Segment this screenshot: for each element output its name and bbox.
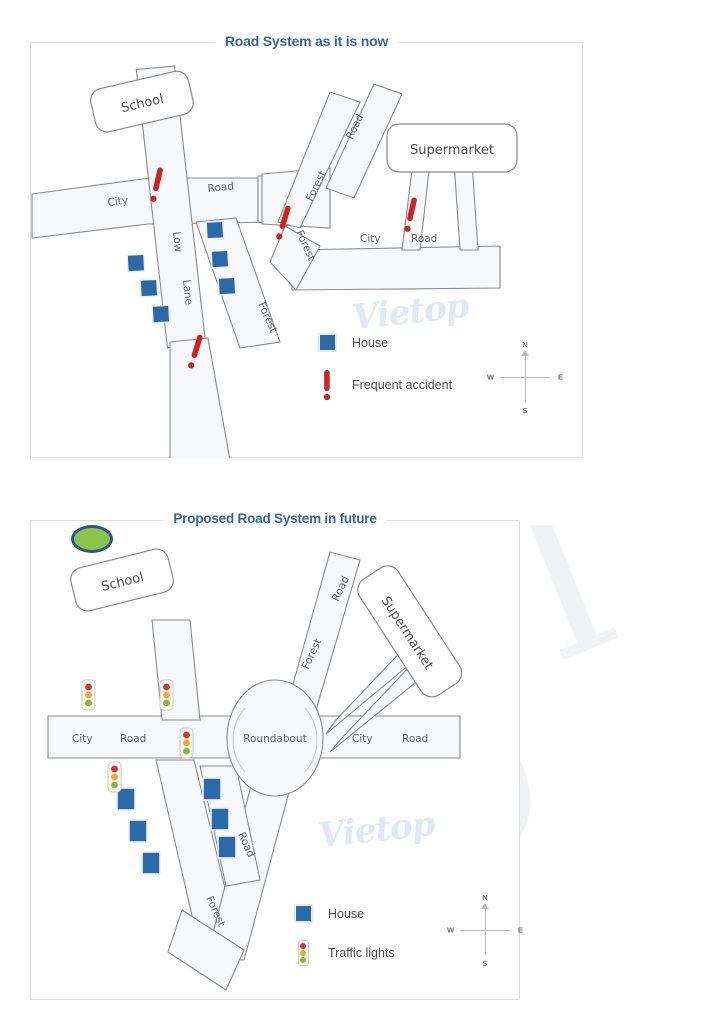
map2-roadlabel-city-right: City xyxy=(352,733,373,745)
house-swatch-icon xyxy=(312,334,342,351)
compass-west-label: W xyxy=(487,372,495,382)
map2-house xyxy=(202,777,222,801)
green-ellipse-marker xyxy=(71,525,113,553)
map1-house xyxy=(217,276,237,296)
map2-roadlabel-city-left: City xyxy=(72,733,93,745)
map1-roadlabel-road-right: Road xyxy=(411,233,437,245)
compass-south-label: S xyxy=(522,406,528,415)
map1-accidents xyxy=(150,167,417,369)
map1-accident-mark xyxy=(404,197,417,232)
map-current-road-system: Road System as it is now .rd { fill:#f7f… xyxy=(30,33,583,458)
map2-house xyxy=(128,819,148,843)
map1-house xyxy=(205,220,225,240)
compass-east-label: E xyxy=(557,372,563,382)
map1-compass: N S W E xyxy=(487,340,563,415)
map1-houses xyxy=(126,220,237,324)
map2-house xyxy=(141,851,161,875)
legend-label-accident: Frequent accident xyxy=(352,378,453,392)
map2-traffic-light xyxy=(107,761,122,793)
map1-diagram: .rd { fill:#f7f8f9; stroke:#8a8a8a; stro… xyxy=(31,65,518,458)
legend-label-traffic-lights: Traffic lights xyxy=(328,946,395,960)
compass-north-label: N xyxy=(522,340,528,349)
map2-house xyxy=(116,787,136,811)
map1-accident-mark xyxy=(188,334,203,369)
map2-roadlabel-road-right: Road xyxy=(402,733,428,745)
legend-label-house: House xyxy=(352,335,389,350)
map1-roadlabel-lane: Lane xyxy=(180,279,195,306)
map1-roadlabel-low: Low xyxy=(170,231,184,253)
map2-compass: N S W E xyxy=(447,893,523,968)
map1-legend: House Frequent accident xyxy=(312,334,452,419)
map2-traffic-light xyxy=(179,727,194,759)
map2-legend: House Traffic lights xyxy=(288,905,395,984)
compass-west-label: W xyxy=(447,925,455,935)
legend-item-accident: Frequent accident xyxy=(312,369,452,401)
map2-traffic-light xyxy=(159,679,174,711)
map1-accident-mark xyxy=(150,167,163,202)
map2-traffic-lights xyxy=(81,679,194,793)
compass-north-arrow-icon xyxy=(521,350,529,356)
exclamation-icon xyxy=(312,369,342,401)
map-proposed-road-system: Proposed Road System in future .rd2 { fi… xyxy=(30,511,523,1000)
map1-roadlabel-road-left: Road xyxy=(207,180,234,195)
legend-item-traffic-lights: Traffic lights xyxy=(288,940,395,966)
map2-traffic-light xyxy=(81,679,96,711)
traffic-light-icon xyxy=(288,940,318,966)
compass-horizontal-line xyxy=(460,930,510,931)
map2-diagram: .rd2 { fill:#f7f8f9; stroke:#8a8a8a; str… xyxy=(47,548,463,991)
legend-item-house: House xyxy=(312,334,452,351)
compass-horizontal-line xyxy=(500,377,550,378)
legend-item-house: House xyxy=(288,905,395,922)
map2-houses xyxy=(116,777,237,875)
map1-roadlabel-city-left: City xyxy=(107,195,129,209)
map1-accident-mark xyxy=(276,205,291,240)
house-swatch-icon xyxy=(288,905,318,922)
map2-label-roundabout: Roundabout xyxy=(243,733,307,745)
map2-house xyxy=(210,807,230,831)
compass-north-arrow-icon xyxy=(481,903,489,909)
map2-house xyxy=(217,835,237,859)
compass-north-label: N xyxy=(482,893,488,902)
map1-house xyxy=(139,278,159,298)
map2-roadlabel-road-left: Road xyxy=(120,733,146,745)
map1-house xyxy=(126,253,146,273)
legend-label-house: House xyxy=(328,906,365,921)
compass-south-label: S xyxy=(482,959,488,968)
map1-label-supermarket: Supermarket xyxy=(410,143,494,158)
map1-house xyxy=(151,304,171,324)
map1-roadlabel-city-right: City xyxy=(360,233,381,245)
roundabout-shape xyxy=(226,679,324,797)
compass-east-label: E xyxy=(517,925,523,935)
map1-house xyxy=(210,249,230,269)
